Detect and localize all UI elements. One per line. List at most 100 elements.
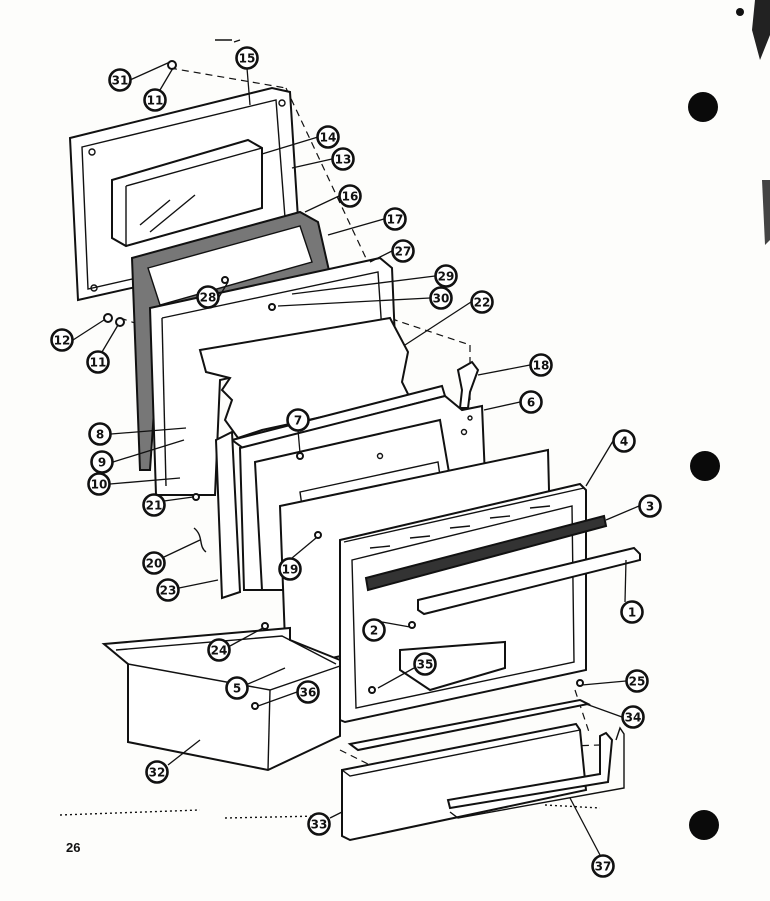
callout-circle — [625, 669, 649, 693]
callout-number: 35 — [417, 658, 434, 672]
callout-circle — [225, 676, 249, 700]
callout-33: 33 — [307, 812, 331, 836]
callout-15: 15 — [235, 46, 259, 70]
callout-circle — [235, 46, 259, 70]
callout-22: 22 — [470, 290, 494, 314]
callout-circle — [529, 353, 553, 377]
callout-number: 29 — [438, 270, 455, 284]
callout-circle — [286, 408, 310, 432]
part-33-drawer-front — [341, 722, 588, 842]
callout-circle — [207, 638, 231, 662]
callout-number: 14 — [320, 131, 337, 145]
callout-circle — [90, 450, 114, 474]
callout-number: 3 — [646, 500, 654, 514]
callout-circle — [88, 422, 112, 446]
part-37-slide-rail — [446, 726, 625, 819]
callout-number: 16 — [342, 190, 359, 204]
callout-circle — [142, 551, 166, 575]
callout-number: 13 — [335, 153, 352, 167]
page-number: 26 — [66, 840, 81, 855]
binder-hole-top — [688, 92, 718, 122]
callout-32: 32 — [145, 760, 169, 784]
part-14-window-glass — [111, 138, 263, 248]
callout-circle — [591, 854, 615, 878]
callout-24: 24 — [207, 638, 231, 662]
callout-11: 11 — [86, 350, 110, 374]
callout-8: 8 — [88, 422, 112, 446]
callout-10: 10 — [87, 472, 111, 496]
callout-number: 7 — [294, 414, 302, 428]
callout-number: 5 — [233, 682, 241, 696]
callout-number: 18 — [533, 359, 550, 373]
callout-number: 8 — [96, 428, 104, 442]
callout-21: 21 — [142, 493, 166, 517]
callout-14: 14 — [316, 125, 340, 149]
callout-number: 2 — [370, 624, 378, 638]
callout-circle — [331, 147, 355, 171]
fasteners — [103, 60, 584, 710]
callout-number: 36 — [300, 686, 317, 700]
callout-6: 6 — [519, 390, 543, 414]
callout-circle — [620, 600, 644, 624]
callout-number: 6 — [527, 396, 535, 410]
callout-number: 28 — [200, 291, 217, 305]
callout-number: 31 — [112, 74, 129, 88]
callout-circle — [383, 207, 407, 231]
callout-4: 4 — [612, 429, 636, 453]
callout-circle — [434, 264, 458, 288]
callout-5: 5 — [225, 676, 249, 700]
callout-number: 37 — [595, 860, 612, 874]
callout-13: 13 — [331, 147, 355, 171]
callout-circle — [296, 680, 320, 704]
scan-artifacts — [59, 0, 770, 819]
callout-9: 9 — [90, 450, 114, 474]
callout-circle — [638, 494, 662, 518]
callout-circle — [278, 557, 302, 581]
callout-25: 25 — [625, 669, 649, 693]
callout-34: 34 — [621, 705, 645, 729]
callout-circle — [470, 290, 494, 314]
leader-lines — [72, 61, 640, 856]
callout-circle — [156, 578, 180, 602]
callout-circle — [145, 760, 169, 784]
callout-number: 10 — [91, 478, 108, 492]
callout-circle — [621, 705, 645, 729]
callout-circle — [50, 328, 74, 352]
callout-circle — [362, 618, 386, 642]
callout-number: 34 — [625, 711, 642, 725]
part-18-door-hinge — [456, 360, 480, 409]
callout-number: 1 — [628, 606, 636, 620]
callout-20: 20 — [142, 551, 166, 575]
callout-11: 11 — [143, 88, 167, 112]
callout-1: 1 — [620, 600, 644, 624]
callout-circle — [338, 184, 362, 208]
part-34-bracket — [347, 698, 592, 752]
callout-7: 7 — [286, 408, 310, 432]
callout-16: 16 — [338, 184, 362, 208]
callout-23: 23 — [156, 578, 180, 602]
callout-circle — [86, 350, 110, 374]
callout-circle — [87, 472, 111, 496]
callout-circle — [108, 68, 132, 92]
callout-circle — [391, 239, 415, 263]
callout-number: 9 — [98, 456, 106, 470]
callout-30: 30 — [429, 286, 453, 310]
callout-number: 4 — [620, 435, 628, 449]
callout-18: 18 — [529, 353, 553, 377]
callout-circle — [612, 429, 636, 453]
callout-number: 24 — [211, 644, 228, 658]
part-3-vent-strip — [364, 514, 608, 592]
callout-circle — [429, 286, 453, 310]
callout-31: 31 — [108, 68, 132, 92]
callout-27: 27 — [391, 239, 415, 263]
callout-37: 37 — [591, 854, 615, 878]
callout-29: 29 — [434, 264, 458, 288]
callout-number: 32 — [149, 766, 166, 780]
callout-number: 22 — [474, 296, 491, 310]
callout-12: 12 — [50, 328, 74, 352]
callout-number: 23 — [160, 584, 177, 598]
callout-circle — [142, 493, 166, 517]
